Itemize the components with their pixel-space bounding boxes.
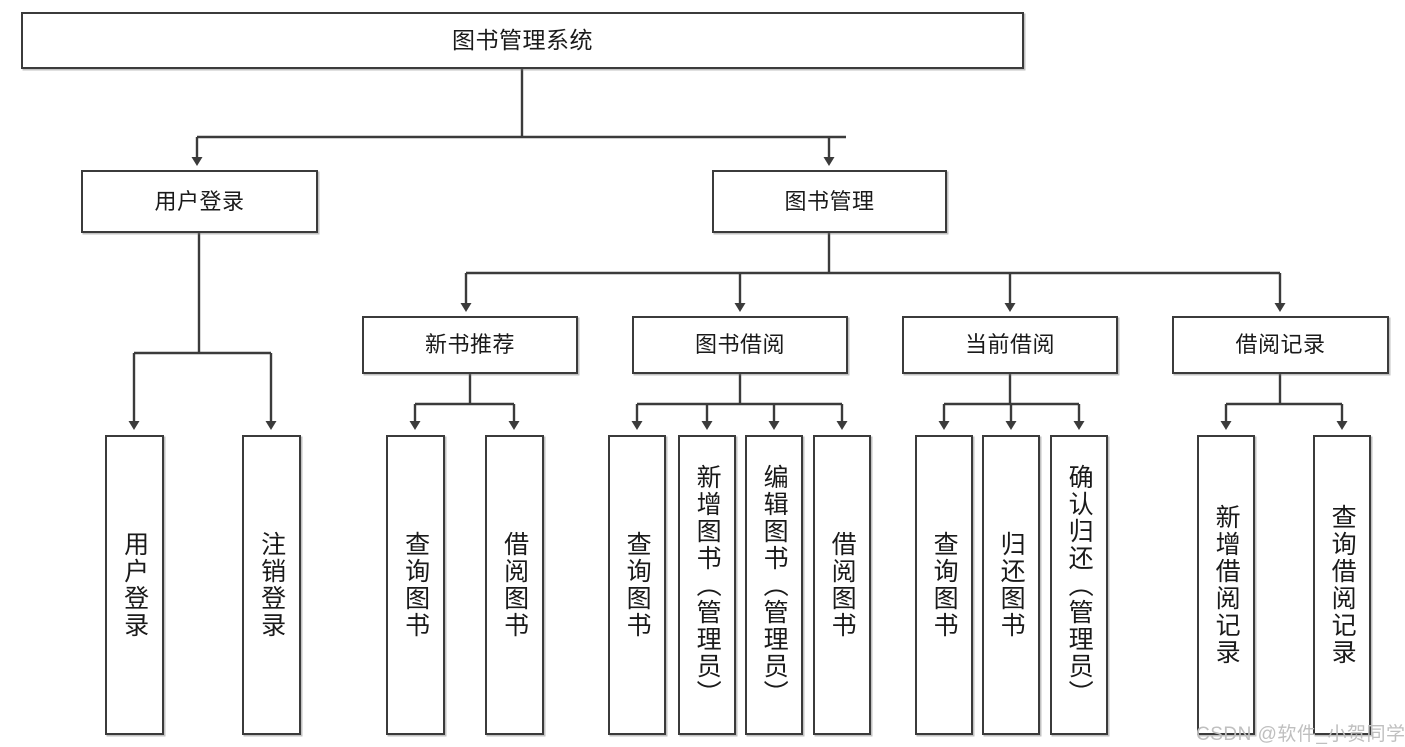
leaf-user-login[interactable]: 用户登录	[105, 435, 164, 735]
node-label: 当前借阅	[964, 332, 1055, 358]
leaf-edit-book-admin[interactable]: 编辑图书（管理员）	[745, 435, 803, 735]
node-label: 注销登录	[257, 531, 286, 639]
leaf-query-book-current[interactable]: 查询图书	[915, 435, 973, 735]
node-label: 用户登录	[120, 531, 149, 639]
node-label: 确认归还（管理员）	[1065, 463, 1094, 707]
leaf-query-book-recommend[interactable]: 查询图书	[386, 435, 445, 735]
node-label: 归还图书	[997, 531, 1026, 639]
node-book-borrow[interactable]: 图书借阅	[632, 316, 848, 374]
leaf-confirm-return-admin[interactable]: 确认归还（管理员）	[1050, 435, 1108, 735]
leaf-add-book-admin[interactable]: 新增图书（管理员）	[678, 435, 736, 735]
node-label: 查询图书	[623, 531, 652, 639]
leaf-borrow-book[interactable]: 借阅图书	[813, 435, 871, 735]
node-label: 图书借阅	[694, 332, 785, 358]
node-label: 图书管理	[784, 188, 875, 214]
node-root-system[interactable]: 图书管理系统	[21, 12, 1024, 69]
csdn-watermark: CSDN @软件_小贺同学	[1196, 724, 1405, 745]
leaf-borrow-book-recommend[interactable]: 借阅图书	[485, 435, 544, 735]
node-user-login[interactable]: 用户登录	[81, 170, 318, 233]
node-label: 借阅图书	[500, 531, 529, 639]
node-book-manage[interactable]: 图书管理	[712, 170, 947, 233]
leaf-return-book[interactable]: 归还图书	[982, 435, 1040, 735]
node-label: 查询图书	[401, 531, 430, 639]
node-label: 新书推荐	[424, 332, 515, 358]
node-new-book-recommend[interactable]: 新书推荐	[362, 316, 578, 374]
node-label: 图书管理系统	[452, 26, 593, 53]
node-label: 新增借阅记录	[1212, 504, 1241, 666]
node-borrow-record[interactable]: 借阅记录	[1172, 316, 1389, 374]
node-label: 查询借阅记录	[1328, 504, 1357, 666]
leaf-query-borrow-record[interactable]: 查询借阅记录	[1313, 435, 1371, 735]
leaf-query-book-borrow[interactable]: 查询图书	[608, 435, 666, 735]
node-label: 编辑图书（管理员）	[760, 463, 789, 707]
leaf-add-borrow-record[interactable]: 新增借阅记录	[1197, 435, 1255, 735]
node-label: 查询图书	[930, 531, 959, 639]
node-current-borrow[interactable]: 当前借阅	[902, 316, 1118, 374]
leaf-user-logout[interactable]: 注销登录	[242, 435, 301, 735]
node-label: 新增图书（管理员）	[693, 463, 722, 707]
node-label: 借阅图书	[828, 531, 857, 639]
node-label: 用户登录	[154, 188, 245, 214]
node-label: 借阅记录	[1235, 332, 1326, 358]
